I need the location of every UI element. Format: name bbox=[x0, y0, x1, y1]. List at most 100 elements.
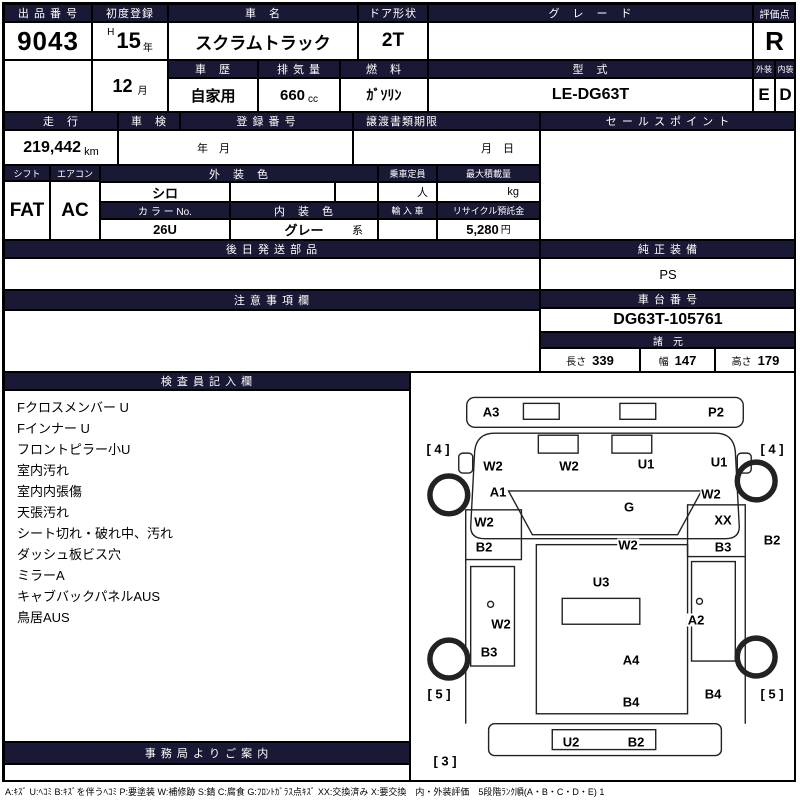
auction-no-value: 9043 bbox=[4, 22, 92, 60]
inspector-note: シート切れ・破れ中、汚れ bbox=[17, 526, 174, 541]
inspector-note: ミラーA bbox=[17, 568, 65, 583]
right-gate-shape bbox=[690, 560, 737, 662]
windshield-shape bbox=[507, 490, 703, 536]
damage-mark: W2 bbox=[473, 514, 495, 530]
damage-mark: U1 bbox=[709, 454, 729, 470]
inspector-note: キャブバックパネルAUS bbox=[17, 589, 161, 604]
damage-mark: XX bbox=[713, 512, 733, 528]
damage-mark: B3 bbox=[479, 644, 499, 660]
width-label: 幅 bbox=[658, 356, 669, 368]
inspector-note: 天張汚れ bbox=[17, 505, 70, 520]
car-name-value: スクラムトラック bbox=[168, 22, 358, 60]
rear-bumper-insert bbox=[551, 728, 657, 751]
exterior-score-header: 外装 bbox=[753, 60, 775, 78]
grade-header: グ レ ー ド bbox=[428, 4, 753, 22]
interior-color-value: グレー 系 bbox=[230, 219, 378, 240]
recycle-deposit-number: 5,280 bbox=[466, 222, 499, 237]
recycle-deposit-header: リサイクル預託金 bbox=[437, 202, 540, 219]
rear-left-wheel bbox=[427, 637, 471, 681]
capacity-value: 人 bbox=[378, 182, 437, 202]
displacement-unit: cc bbox=[308, 94, 319, 105]
inspector-note: Fインナー U bbox=[17, 421, 90, 436]
mileage-unit: km bbox=[84, 146, 99, 158]
caution-notes-area bbox=[4, 310, 540, 372]
sales-point-area bbox=[540, 130, 796, 240]
height-label: 高さ bbox=[731, 356, 752, 368]
height-cell: 高さ 179 bbox=[715, 348, 796, 372]
inspector-notes-area: Fクロスメンバー U Fインナー U フロントピラー小U 室内汚れ 室内内張傷 … bbox=[4, 390, 410, 742]
year-unit: 年 bbox=[142, 43, 153, 54]
damage-mark: W2 bbox=[617, 537, 639, 553]
height-value: 179 bbox=[757, 352, 780, 368]
car-history-header: 車 歴 bbox=[168, 60, 258, 78]
mileage-number: 219,442 bbox=[23, 138, 82, 156]
inspection-header: 車 検 bbox=[118, 112, 180, 130]
left-door-shape bbox=[465, 509, 523, 561]
truck-bed-shape bbox=[535, 543, 689, 715]
displacement-number: 660 bbox=[279, 86, 306, 104]
later-shipping-parts-header: 後 日 発 送 部 品 bbox=[4, 240, 540, 258]
color-no-value: 26U bbox=[100, 219, 230, 240]
front-bumper-right-insert bbox=[619, 402, 657, 420]
door-shape-value: 2T bbox=[358, 22, 428, 60]
auction-no-header: 出 品 番 号 bbox=[4, 4, 92, 22]
chassis-no-value: DG63T-105761 bbox=[540, 308, 796, 332]
registration-no-header: 登 録 番 号 bbox=[180, 112, 353, 130]
sales-point-header: セ ー ル ス ポ イ ン ト bbox=[540, 112, 796, 130]
genuine-equipment-value: PS bbox=[540, 258, 796, 290]
inspector-note: Fクロスメンバー U bbox=[17, 400, 129, 415]
max-load-value: kg bbox=[437, 182, 540, 202]
damage-mark: W2 bbox=[482, 458, 504, 474]
damage-mark: U3 bbox=[591, 574, 611, 590]
damage-mark: B4 bbox=[621, 694, 641, 710]
max-load-header: 最大積載量 bbox=[437, 165, 540, 182]
damage-mark: B2 bbox=[626, 734, 646, 750]
car-history-value: 自家用 bbox=[168, 78, 258, 112]
damage-mark: A4 bbox=[621, 652, 641, 668]
displacement-value: 660 cc bbox=[258, 78, 340, 112]
aircon-header: エアコン bbox=[50, 165, 100, 181]
damage-mark: A2 bbox=[686, 612, 706, 628]
damage-mark: B4 bbox=[703, 686, 723, 702]
front-right-wheel bbox=[734, 459, 778, 503]
damage-mark: [ 4 ] bbox=[425, 441, 451, 457]
aircon-value: AC bbox=[50, 181, 100, 240]
score-value: R bbox=[753, 22, 796, 60]
left-gate-shape bbox=[469, 565, 516, 667]
damage-mark: U1 bbox=[636, 456, 656, 472]
month-unit: 月 bbox=[137, 86, 148, 97]
inspector-note: ダッシュ板ビス穴 bbox=[17, 547, 122, 562]
office-info-header: 事 務 局 よ り ご 案 内 bbox=[4, 742, 410, 764]
damage-mark: W2 bbox=[490, 616, 512, 632]
era-code: H bbox=[107, 27, 115, 38]
exterior-score-value: E bbox=[753, 78, 775, 112]
truck-outline-diagram bbox=[427, 396, 778, 757]
reg-month-value: 12 bbox=[112, 75, 133, 96]
inspector-note: 室内汚れ bbox=[17, 463, 70, 478]
damage-mark: [ 5 ] bbox=[759, 686, 785, 702]
auction-no-blank-cell bbox=[4, 60, 92, 112]
inspection-value: 年 月 bbox=[118, 130, 353, 165]
mileage-value: 219,442 km bbox=[4, 130, 118, 165]
first-registration-year: H 15 年 bbox=[92, 22, 168, 60]
right-door-shape bbox=[686, 504, 746, 558]
damage-code-legend: A:ｷｽﾞ U:ﾍｺﾐ B:ｷｽﾞを伴うﾍｺﾐ P:要塗装 W:補修跡 S:錆 … bbox=[5, 787, 605, 797]
interior-color-name: グレー bbox=[284, 223, 324, 238]
interior-score-header: 内装 bbox=[775, 60, 796, 78]
first-registration-month: 12 月 bbox=[92, 60, 168, 112]
first-registration-header: 初度登録 bbox=[92, 4, 168, 22]
grade-value bbox=[428, 22, 753, 60]
width-value: 147 bbox=[674, 352, 697, 368]
displacement-header: 排 気 量 bbox=[258, 60, 340, 78]
import-car-value bbox=[378, 219, 437, 240]
rear-bumper-shape bbox=[487, 723, 723, 757]
damage-mark: A1 bbox=[488, 484, 508, 500]
damage-mark: B2 bbox=[474, 539, 494, 555]
rear-right-wheel bbox=[734, 635, 778, 679]
damage-mark: W2 bbox=[558, 458, 580, 474]
inspector-note: 鳥居AUS bbox=[17, 610, 70, 625]
damage-mark: [ 4 ] bbox=[759, 441, 785, 457]
inspector-notes-header: 検 査 員 記 入 欄 bbox=[4, 372, 410, 390]
front-bumper-shape bbox=[466, 396, 744, 428]
recycle-deposit-unit: 円 bbox=[500, 225, 511, 236]
